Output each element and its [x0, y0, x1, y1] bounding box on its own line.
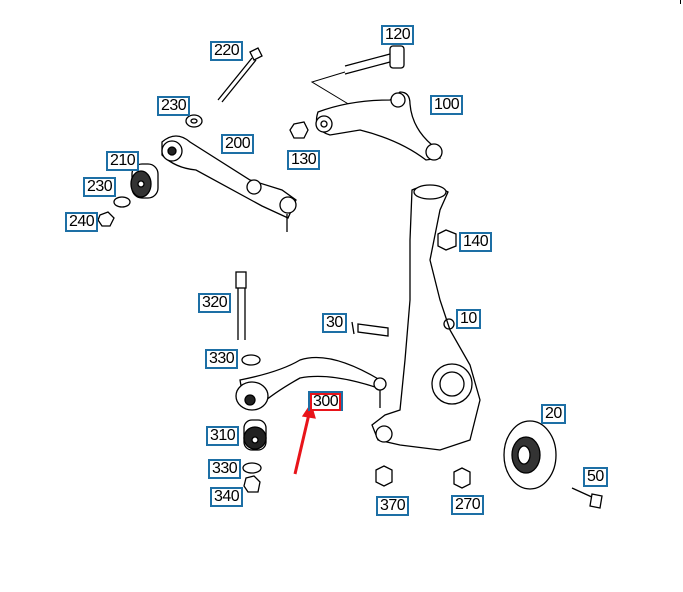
- callout-230[interactable]: 230: [83, 177, 117, 197]
- callout-50[interactable]: 50: [583, 467, 608, 487]
- callout-230[interactable]: 230: [157, 96, 191, 116]
- lower-control-arm-300: [235, 356, 387, 411]
- callout-240[interactable]: 240: [65, 212, 99, 232]
- upper-control-arm-100: [315, 91, 443, 161]
- callout-310[interactable]: 310: [206, 426, 240, 446]
- bolt-320: [235, 271, 247, 340]
- corner-mark: [680, 0, 681, 4]
- bolt-50: [571, 487, 603, 509]
- callout-30[interactable]: 30: [322, 313, 347, 333]
- callout-300[interactable]: 300: [308, 391, 344, 411]
- callout-330[interactable]: 330: [205, 349, 239, 369]
- bolt-220: [217, 47, 263, 103]
- callout-370[interactable]: 370: [376, 496, 410, 516]
- washer-230: [185, 114, 203, 128]
- bolt-120: [344, 45, 405, 75]
- callout-270[interactable]: 270: [451, 495, 485, 515]
- callout-320[interactable]: 320: [198, 293, 232, 313]
- callout-130[interactable]: 130: [287, 150, 321, 170]
- nut-240: [97, 211, 115, 227]
- nut-340: [243, 475, 261, 493]
- callout-140[interactable]: 140: [459, 232, 493, 252]
- callout-220[interactable]: 220: [210, 41, 244, 61]
- wheel-hub-20: [503, 420, 557, 490]
- callout-200[interactable]: 200: [221, 134, 255, 154]
- bolt-30: [351, 321, 389, 337]
- washer-330: [242, 462, 262, 474]
- callout-20[interactable]: 20: [541, 404, 566, 424]
- callout-210[interactable]: 210: [106, 151, 140, 171]
- callout-300-text: 300: [310, 393, 342, 411]
- highlight-arrow: [293, 402, 316, 475]
- callout-100[interactable]: 100: [430, 95, 464, 115]
- washer-330: [241, 354, 261, 366]
- steering-knuckle-10: [371, 184, 481, 451]
- nut-130: [289, 121, 309, 139]
- callout-10[interactable]: 10: [456, 309, 481, 329]
- bushing-210: [130, 163, 159, 199]
- callout-120[interactable]: 120: [381, 25, 415, 45]
- nut-270: [453, 467, 471, 489]
- nut-140: [437, 229, 457, 251]
- callout-330[interactable]: 330: [208, 459, 242, 479]
- callout-340[interactable]: 340: [210, 487, 244, 507]
- nut-370: [375, 465, 393, 487]
- bushing-310: [243, 419, 267, 451]
- tension-strut-200: [161, 135, 297, 232]
- washer-230: [113, 196, 131, 208]
